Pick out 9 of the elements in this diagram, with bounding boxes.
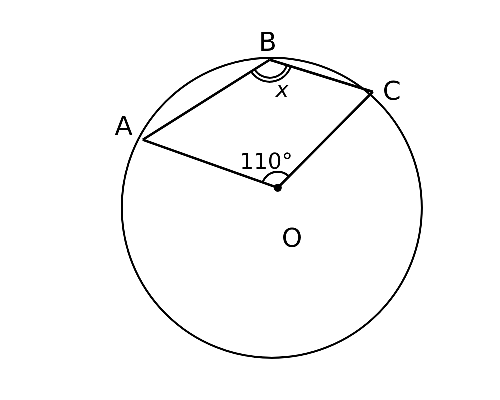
vertex-letter: C xyxy=(383,79,402,105)
vertex-letter: B xyxy=(259,30,277,56)
vertex-letter: O xyxy=(282,226,302,252)
angle-label: 110° xyxy=(240,152,293,174)
angle-label: x xyxy=(276,80,290,102)
vertex-letter: A xyxy=(115,114,133,140)
line-segment xyxy=(142,58,271,142)
line-segment xyxy=(277,91,374,189)
line-segment xyxy=(270,58,374,94)
